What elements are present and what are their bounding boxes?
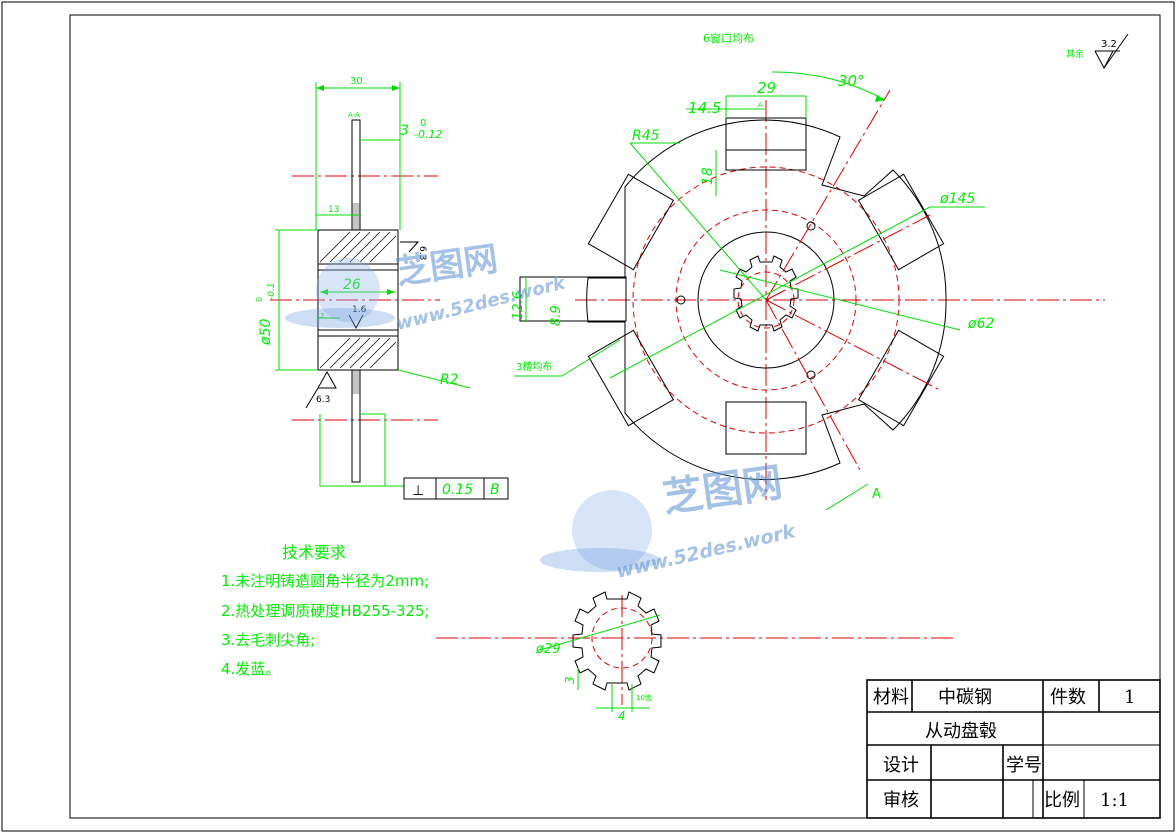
- watermark-globe-icon-2: [572, 490, 652, 570]
- diameter-145: ø145: [939, 191, 975, 207]
- general-roughness-value: 3.2: [1101, 39, 1117, 50]
- side-view: 30 A-A 3 0 -0.12 13 26 1.6 2 ø50 0 -0.1 …: [255, 76, 471, 487]
- scale-label: 比例: [1044, 790, 1080, 811]
- spline-gear: [572, 591, 662, 691]
- radius-45: R45: [632, 128, 660, 144]
- roughness-6-3-left: 6.3: [316, 395, 330, 405]
- section-a-bottom: A: [872, 487, 881, 502]
- watermark-brand-2: 芝图网: [660, 460, 785, 522]
- watermark-brand-1: 芝图网: [394, 239, 501, 293]
- angle-30: 30°: [838, 72, 865, 90]
- spline-hole: [733, 255, 799, 332]
- part-name: 从动盘毂: [925, 721, 997, 742]
- spline-diameter-29: ø29: [535, 642, 561, 657]
- thickness-dim: 3: [400, 123, 409, 139]
- section-a-top: A: [758, 101, 763, 109]
- requirement-item-3: 3.去毛刺尖角;: [221, 631, 315, 649]
- quantity-value: 1: [1124, 687, 1135, 708]
- thickness-tol-lower: -0.12: [414, 128, 442, 141]
- diameter-tol-upper: 0: [255, 297, 264, 302]
- front-view: 29 14.5 A 30° R45 18 ø145 ø62 12.6 8.9 3…: [511, 71, 1105, 511]
- tolerance-value: 0.15: [442, 482, 473, 498]
- top-window-note: 6窗口均布: [703, 31, 754, 45]
- requirements-title: 技术要求: [282, 543, 346, 562]
- surface-note-label: 其余: [1066, 48, 1084, 60]
- technical-requirements: 技术要求 1.未注明铸造圆角半径为2mm; 2.热处理调质硬度HB255-325…: [221, 543, 430, 678]
- width-dim-30: 30: [350, 76, 363, 87]
- inner-border: [69, 14, 1161, 819]
- roughness-6-3-right: 6.3: [417, 246, 427, 260]
- diameter-62: ø62: [967, 316, 994, 332]
- diameter-tol-lower: -0.1: [267, 282, 277, 300]
- general-roughness-symbol: 其余 3.2: [1066, 33, 1129, 70]
- perpendicularity-symbol: ⊥: [412, 483, 424, 499]
- section-label-aa: A-A: [348, 111, 360, 119]
- dim-14-5: 14.5: [688, 99, 721, 117]
- bore-dim-26: 26: [343, 277, 361, 293]
- quantity-label: 件数: [1050, 687, 1086, 708]
- design-label: 设计: [883, 755, 919, 776]
- dim-29: 29: [757, 79, 776, 97]
- student-id-label: 学号: [1006, 755, 1042, 776]
- material-value: 中碳钢: [938, 687, 992, 708]
- diameter-dim-50: ø50: [258, 319, 274, 346]
- requirement-item-4: 4.发蓝。: [221, 660, 280, 678]
- roughness-1-6: 1.6: [352, 305, 367, 315]
- spline-dim-4: 4: [618, 709, 626, 723]
- thickness-tol-upper: 0: [420, 118, 426, 129]
- requirement-item-2: 2.热处理调质硬度HB255-325;: [221, 602, 430, 620]
- scale-value: 1:1: [1100, 790, 1129, 811]
- tolerance-frame: ⊥ 0.15 B: [403, 477, 509, 500]
- radius-note-r2: R2: [440, 372, 459, 388]
- dim-8-9: 8.9: [549, 305, 564, 326]
- spline-view: ø29 3 4 10齿: [436, 591, 955, 723]
- title-block: 材料 中碳钢 件数 1 从动盘毂 设计 学号 审核 比例 1:1: [866, 679, 1161, 819]
- watermark-2: 芝图网 www.52des.work: [540, 460, 798, 583]
- review-label: 审核: [883, 790, 919, 811]
- tolerance-datum: B: [490, 482, 500, 498]
- dim-18: 18: [700, 167, 716, 185]
- spline-dim-3: 3: [563, 676, 577, 684]
- slot-note: 3槽均布: [516, 360, 552, 373]
- teeth-note: 10齿: [636, 694, 652, 702]
- material-label: 材料: [873, 687, 909, 708]
- small-dim-2: 2: [320, 312, 324, 320]
- watermark-globe-icon: [316, 258, 380, 322]
- hub-dim-13: 13: [328, 205, 339, 215]
- requirement-item-1: 1.未注明铸造圆角半径为2mm;: [221, 572, 429, 590]
- dim-12-6: 12.6: [511, 291, 526, 320]
